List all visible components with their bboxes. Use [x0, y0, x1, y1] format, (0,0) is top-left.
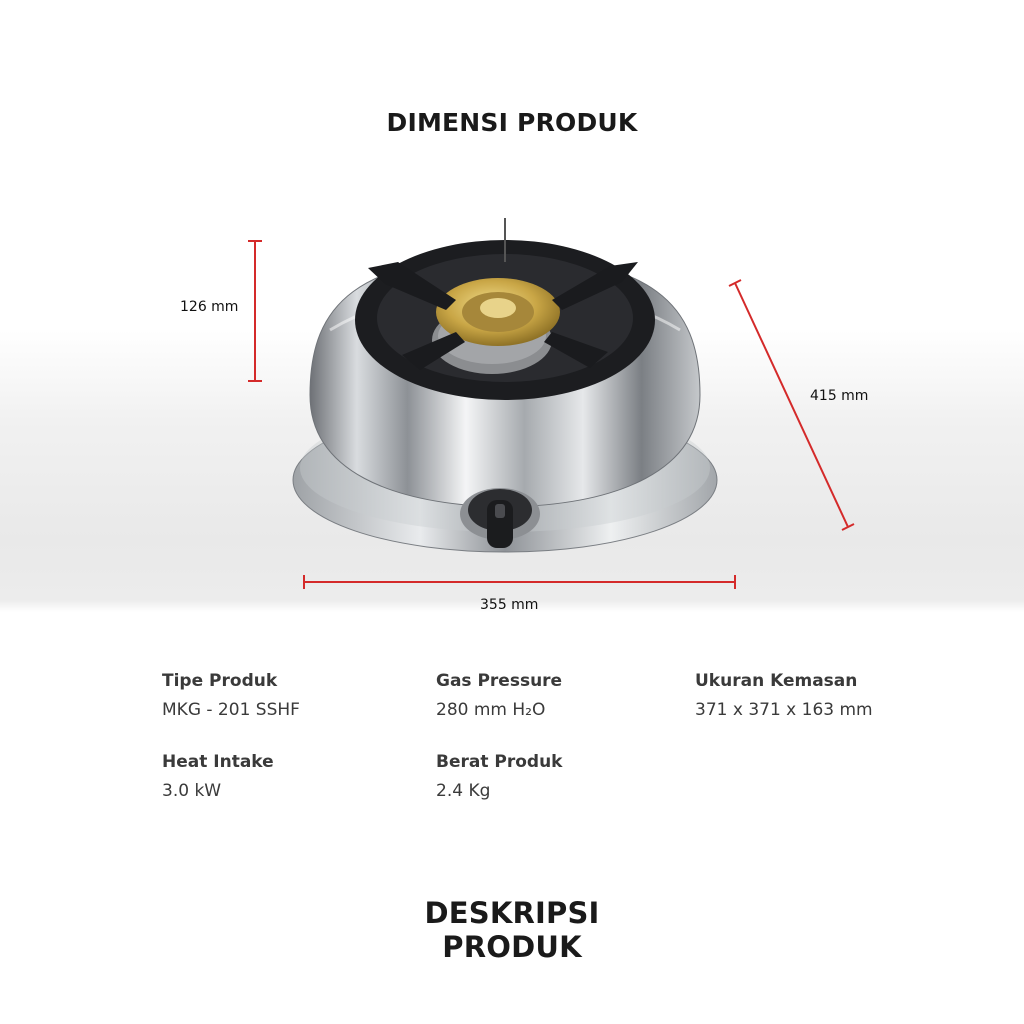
spec-label: Berat Produk [436, 752, 563, 772]
width-label: 355 mm [480, 597, 539, 613]
spec-value: 280 mm H₂O [436, 700, 546, 720]
pan-supports [368, 262, 638, 370]
height-dimension-line [248, 240, 262, 382]
description-title-line2: PRODUK [442, 930, 582, 964]
spec-product-type: Tipe Produk MKG - 201 SSHF [162, 671, 300, 720]
spec-label: Ukuran Kemasan [695, 671, 858, 691]
spec-value: MKG - 201 SSHF [162, 700, 300, 720]
spec-heat-intake: Heat Intake 3.0 kW [162, 752, 274, 801]
description-title: DESKRIPSI PRODUK [0, 896, 1024, 964]
brass-burner-cap [436, 278, 560, 346]
spec-label: Heat Intake [162, 752, 274, 772]
spec-value: 2.4 Kg [436, 781, 491, 801]
spec-gas-pressure: Gas Pressure 280 mm H₂O [436, 671, 562, 720]
spec-value: 371 x 371 x 163 mm [695, 700, 873, 720]
spec-label: Tipe Produk [162, 671, 278, 691]
control-knob-icon [460, 488, 540, 548]
spec-label: Gas Pressure [436, 671, 563, 691]
description-title-line1: DESKRIPSI [424, 896, 600, 930]
spec-package-size: Ukuran Kemasan 371 x 371 x 163 mm [695, 671, 873, 720]
height-label: 126 mm [180, 299, 239, 315]
dimension-title: DIMENSI PRODUK [386, 108, 638, 137]
width-dimension-line [303, 575, 736, 589]
spec-value: 3.0 kW [162, 781, 222, 801]
depth-dimension-line [728, 279, 855, 531]
depth-label: 415 mm [810, 388, 869, 404]
spec-product-weight: Berat Produk 2.4 Kg [436, 752, 563, 801]
